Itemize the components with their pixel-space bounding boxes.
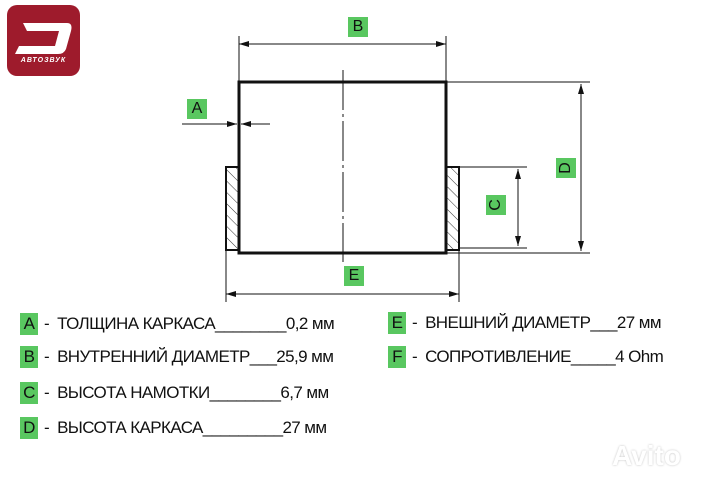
legend-text: СОПРОТИВЛЕНИЕ_____4 Ohm	[425, 347, 664, 366]
legend-letter: A	[20, 313, 38, 335]
avito-watermark: Avito	[612, 440, 681, 471]
legend-text: ВЫСОТА КАРКАСА_________27 мм	[57, 418, 327, 437]
legend-row-d: D-ВЫСОТА КАРКАСА_________27 мм	[20, 417, 327, 439]
legend-row-e: E-ВНЕШНИЙ ДИАМЕТР___27 мм	[388, 312, 662, 334]
legend-dash: -	[44, 418, 50, 437]
legend-row-b: B-ВНУТРЕННИЙ ДИАМЕТР___25,9 мм	[20, 346, 334, 368]
legend-letter: B	[20, 346, 38, 368]
legend-letter: D	[20, 417, 38, 439]
legend-letter: E	[388, 312, 406, 334]
legend-row-f: F-СОПРОТИВЛЕНИЕ_____4 Ohm	[388, 346, 664, 368]
legend-text: ВНЕШНИЙ ДИАМЕТР___27 мм	[425, 313, 661, 332]
brand-logo: АВТОЗВУК	[7, 5, 80, 76]
coil-former-drawing	[182, 36, 590, 302]
legend-letter: F	[388, 346, 406, 368]
legend-text: ТОЛЩИНА КАРКАСА________0,2 мм	[57, 314, 335, 333]
dimension-label-a: A	[187, 99, 207, 119]
logo-d-icon	[15, 23, 72, 54]
legend-letter: C	[20, 382, 38, 404]
legend-row-a: A-ТОЛЩИНА КАРКАСА________0,2 мм	[20, 313, 335, 335]
dimension-label-d: D	[556, 158, 576, 178]
legend-text: ВЫСОТА НАМОТКИ________6,7 мм	[57, 383, 329, 402]
dimension-label-e: E	[344, 266, 364, 286]
legend-dash: -	[44, 314, 50, 333]
legend-dash: -	[412, 347, 418, 366]
legend-dash: -	[412, 313, 418, 332]
logo-text: АВТОЗВУК	[20, 57, 67, 64]
legend-dash: -	[44, 347, 50, 366]
dimension-label-b: B	[348, 17, 368, 37]
legend-row-c: C-ВЫСОТА НАМОТКИ________6,7 мм	[20, 382, 329, 404]
legend-dash: -	[44, 383, 50, 402]
legend-text: ВНУТРЕННИЙ ДИАМЕТР___25,9 мм	[57, 347, 334, 366]
dimension-label-c: C	[486, 195, 506, 215]
